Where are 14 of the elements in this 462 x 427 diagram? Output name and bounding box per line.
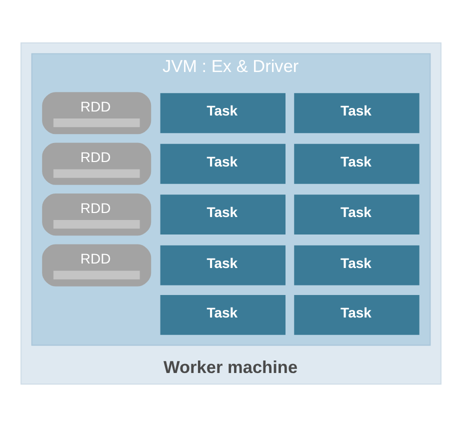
node-box: RDD — [42, 194, 152, 236]
node-box: Task — [160, 194, 286, 235]
node-box: RDD — [42, 244, 152, 286]
node-box: RDD — [42, 92, 152, 134]
node-box: Task — [160, 144, 286, 184]
node-box: Task — [160, 93, 286, 134]
node-box: Task — [294, 93, 420, 134]
node-box: RDD — [42, 142, 152, 185]
node-box: Task — [294, 295, 420, 335]
node-box: Task — [160, 295, 286, 335]
node-box: Task — [294, 245, 420, 286]
node-box: Task — [294, 144, 420, 184]
node-box: Task — [160, 245, 286, 286]
node-box: Task — [294, 194, 420, 235]
